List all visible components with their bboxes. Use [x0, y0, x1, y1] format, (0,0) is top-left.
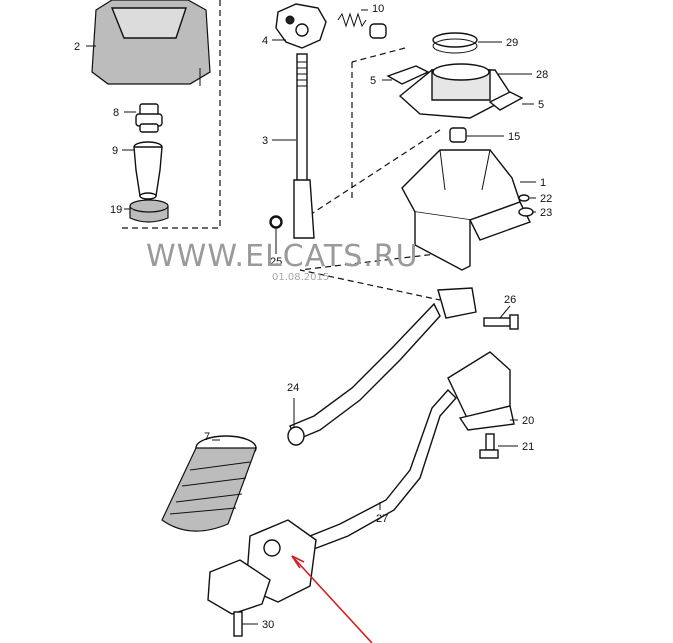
callout-25: 25	[270, 256, 282, 268]
callout-30: 30	[262, 619, 274, 631]
callout-23: 23	[540, 207, 552, 219]
left-group-frame	[120, 0, 221, 229]
callout-26: 26	[504, 294, 516, 306]
shift-boot-part	[91, 0, 211, 86]
leader-lines	[86, 9, 536, 625]
callout-27: 27	[376, 513, 388, 525]
guide-bush-part	[449, 127, 467, 143]
callout-5-left: 5	[370, 75, 376, 87]
shift-rod-part	[287, 287, 477, 446]
watermark-text: WWW.ELCATS.RU	[146, 239, 419, 274]
bracket-bolt-part	[479, 433, 499, 459]
bush-part	[135, 103, 163, 133]
callout-10: 10	[372, 3, 384, 15]
callout-29: 29	[506, 37, 518, 49]
callout-22: 22	[540, 193, 552, 205]
shift-lever-part	[269, 53, 315, 239]
callout-7: 7	[204, 431, 210, 443]
spring-part	[337, 12, 367, 28]
rubber-buffer-part	[129, 199, 169, 223]
pin-part	[369, 23, 387, 39]
gaiter-boot-part	[161, 435, 257, 532]
guide-plate-right-part	[488, 91, 524, 111]
callout-19: 19	[110, 204, 122, 216]
callout-5-right: 5	[538, 99, 544, 111]
retaining-ring-part	[432, 32, 478, 54]
watermark-date: 01.08.2015	[272, 272, 329, 283]
red-annotation-arrow	[291, 555, 373, 643]
callout-24: 24	[287, 382, 299, 394]
callout-8: 8	[113, 107, 119, 119]
callout-2: 2	[74, 41, 80, 53]
bolt-part	[483, 314, 519, 330]
callout-21: 21	[522, 441, 534, 453]
callout-1: 1	[540, 177, 546, 189]
callout-15: 15	[508, 131, 520, 143]
sleeve-part	[133, 141, 163, 200]
callout-4: 4	[262, 35, 268, 47]
guide-plate-left-part	[386, 65, 430, 85]
callout-3: 3	[262, 135, 268, 147]
washer-part	[518, 194, 534, 217]
lever-catch-part	[275, 3, 327, 49]
right-group-frame	[299, 47, 471, 301]
callout-28: 28	[536, 69, 548, 81]
mounting-bracket-part	[447, 351, 515, 431]
selector-housing-part	[398, 63, 514, 119]
callout-9: 9	[112, 145, 118, 157]
nut-part	[270, 216, 282, 228]
linkage-housing-part	[207, 519, 317, 637]
callout-20: 20	[522, 415, 534, 427]
shift-housing-part	[401, 149, 531, 271]
